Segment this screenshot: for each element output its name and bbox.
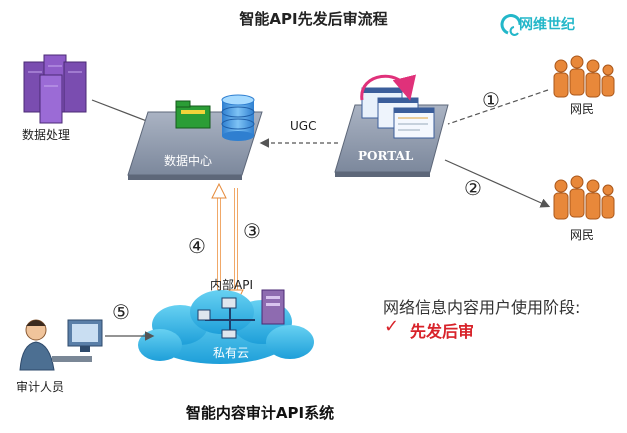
private-cloud-label: 私有云	[213, 346, 250, 360]
internal-api-arrows	[211, 182, 244, 306]
swirl-logo-icon	[500, 14, 522, 36]
phase-label: 网络信息内容用户使用阶段:	[383, 298, 581, 317]
step5-marker: ⑤	[112, 300, 130, 324]
netizen-group-icon-bottom	[553, 175, 615, 220]
step3-marker: ③	[243, 219, 261, 243]
auditor-label: 审计人员	[16, 380, 65, 394]
auditor-icon	[19, 319, 103, 371]
step1-marker: ①	[482, 88, 500, 112]
logo-text: 网维世纪	[519, 17, 575, 33]
step1-line	[447, 89, 549, 125]
data-processing-label: 数据处理	[22, 128, 71, 142]
server-stack-icon	[23, 54, 87, 124]
web-pages-icon	[361, 87, 435, 139]
step2-arrow	[444, 159, 551, 208]
diagram-title: 智能API先发后审流程	[239, 10, 388, 28]
netizen-group-icon-top	[553, 55, 615, 98]
internal-api-label: 内部API	[210, 278, 253, 292]
server-tower-icon	[261, 289, 285, 325]
ugc-label: UGC	[290, 119, 317, 133]
phase-value: 先发后审	[410, 322, 475, 341]
netizen-bottom-label: 网民	[570, 228, 595, 242]
brand-logo: 网维世纪	[519, 14, 575, 34]
check-icon: ✓	[384, 316, 400, 337]
system-name: 智能内容审计API系统	[185, 404, 335, 422]
folder-icon	[175, 100, 211, 129]
network-switch-icon	[197, 297, 255, 339]
portal-label: PORTAL	[358, 149, 414, 163]
refresh-cycle-arrow	[360, 74, 416, 101]
step2-marker: ②	[464, 176, 482, 200]
step4-marker: ④	[188, 234, 206, 258]
netizen-top-label: 网民	[570, 102, 595, 116]
data-center-label: 数据中心	[164, 154, 213, 168]
database-icon	[221, 94, 255, 141]
